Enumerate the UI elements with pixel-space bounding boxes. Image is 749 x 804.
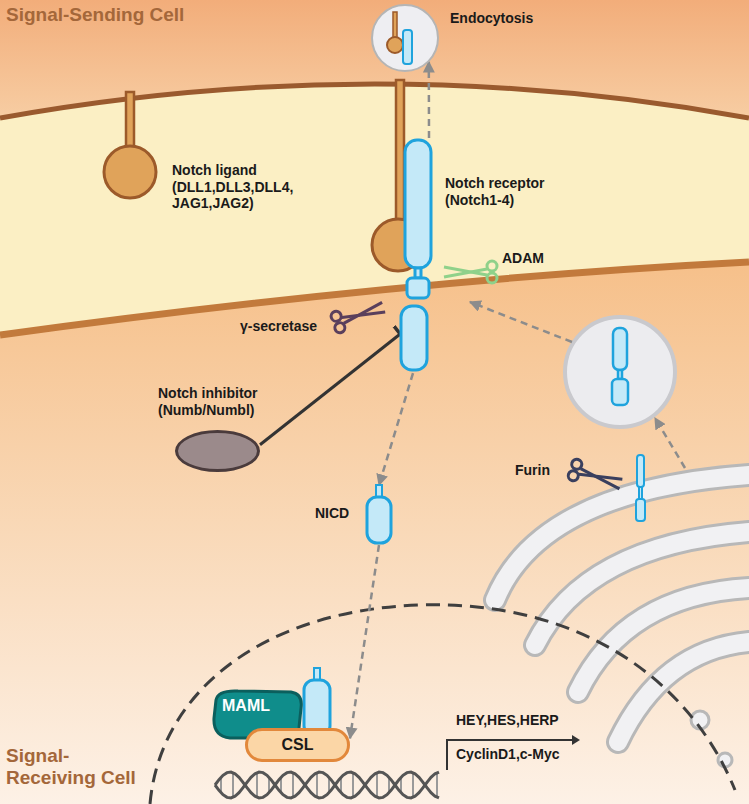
endocytic-vesicle bbox=[372, 5, 438, 71]
transcription-arrow bbox=[447, 740, 572, 770]
enzyme-label: ADAM bbox=[502, 250, 544, 266]
node-label: Signal-Receiving Cell bbox=[6, 745, 146, 790]
endocytosis-vesicle: Endocytosis bbox=[371, 4, 439, 72]
node-label: NICD bbox=[315, 505, 349, 522]
signal-arrow bbox=[350, 545, 379, 738]
bound-ligand-stem bbox=[396, 80, 404, 222]
node-label: Notch inhibitor (Numb/Numbl) bbox=[158, 385, 288, 418]
signal-arrow bbox=[379, 373, 413, 485]
notch-receptor: Notch receptor (Notch1-4) bbox=[395, 138, 435, 383]
notch-receptor-shape bbox=[395, 138, 435, 383]
gamma-secretase-scissors bbox=[330, 297, 387, 334]
enzyme-label: Furin bbox=[515, 462, 550, 478]
node-label: MAML bbox=[222, 697, 270, 716]
furin-scissors bbox=[567, 458, 624, 495]
mini-ligand bbox=[393, 12, 397, 38]
transcription-arrow-head bbox=[572, 735, 580, 745]
notch-inhibitor: Notch inhibitor (Numb/Numbl) bbox=[175, 430, 260, 472]
signal-arrow bbox=[428, 62, 431, 138]
notch-ligand: Notch ligand (DLL1,DLL3,DLL4, JAG1,JAG2) bbox=[100, 92, 160, 202]
adam-scissors bbox=[444, 261, 497, 283]
receiving-cell-region: Notch inhibitor (Numb/Numbl) NICD MAML CSL S… bbox=[0, 300, 749, 804]
enzyme-label: γ-secretase bbox=[240, 318, 317, 334]
dna-helix bbox=[215, 772, 439, 798]
target-gene-label: CyclinD1,c-Myc bbox=[456, 746, 559, 762]
receiving-cell-body bbox=[0, 262, 749, 804]
node-label: CSL bbox=[282, 736, 314, 755]
nicd-shape bbox=[365, 485, 393, 545]
sending-membrane bbox=[0, 84, 749, 118]
sending-cell-body bbox=[0, 0, 749, 118]
mini-receptor bbox=[403, 30, 412, 64]
transport-arrow bbox=[470, 302, 572, 342]
csl: CSL bbox=[245, 728, 350, 762]
node-label: Endocytosis bbox=[450, 10, 533, 27]
node-label: Signal-Sending Cell bbox=[6, 4, 184, 26]
nicd: NICD bbox=[365, 485, 393, 545]
node-label: Notch receptor (Notch1-4) bbox=[445, 175, 563, 208]
mini-ligand bbox=[387, 37, 403, 53]
nuclear-envelope bbox=[150, 605, 735, 804]
node-label: Notch ligand (DLL1,DLL3,DLL4, JAG1,JAG2) bbox=[172, 162, 312, 212]
notch-ligand-shape bbox=[100, 92, 160, 202]
precursor-receptor bbox=[636, 455, 645, 521]
target-gene-label: HEY,HES,HERP bbox=[456, 712, 559, 728]
inhibition-line bbox=[260, 334, 400, 445]
vesicle-receptor bbox=[612, 328, 628, 405]
transport-arrow bbox=[655, 418, 685, 468]
transport-vesicle bbox=[565, 317, 675, 427]
sending-cell-region: Endocytosis Signal-Sending Cell bbox=[0, 0, 749, 80]
